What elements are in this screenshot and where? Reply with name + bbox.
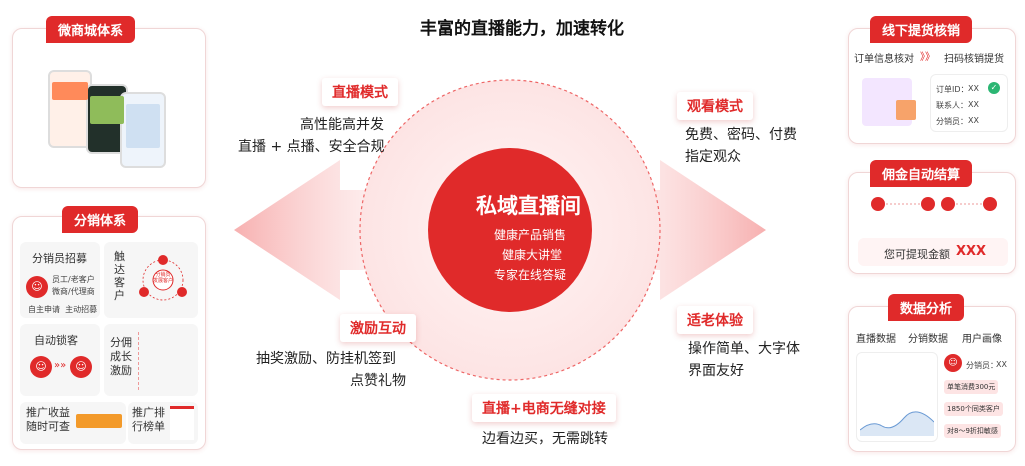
offline-tag: 线下提货核销 — [870, 16, 973, 43]
lock-title: 自动锁客 — [34, 334, 78, 347]
mall-tag: 微商城体系 — [46, 16, 136, 43]
reach-network — [139, 255, 187, 301]
profile-chip-2: 1850个同类客户 — [944, 402, 1003, 416]
growth-box — [104, 324, 198, 396]
phone-banner — [52, 82, 88, 100]
contact-value: XX — [968, 100, 979, 109]
profile-avatar-icon: ☺ — [944, 354, 962, 372]
profile-distributor-label: 分销员： — [966, 361, 998, 370]
elder-label: 适老体验 — [677, 306, 753, 334]
live-mode-label: 直播模式 — [322, 78, 398, 106]
contact-label: 联系人： — [936, 101, 968, 110]
incentive-label: 激励互动 — [340, 314, 416, 342]
flow-right: 扫码核销提货 — [944, 54, 1004, 65]
dashboard-chart — [860, 411, 934, 436]
profile-chip-1: 单笔消费300元 — [944, 380, 999, 394]
distribution-tag: 分销体系 — [62, 206, 139, 233]
phone-image — [90, 96, 124, 124]
center-line-1: 健康产品销售 — [494, 228, 567, 242]
center-line-3: 专家在线答疑 — [494, 268, 567, 282]
flow-left: 订单信息核对 — [854, 54, 914, 65]
recruit-title: 分销员招募 — [32, 252, 87, 265]
reach-box — [104, 242, 198, 318]
data-tag: 数据分析 — [888, 294, 965, 321]
live-mode-line-2: 直播 + 点播、安全合规 — [238, 139, 385, 155]
growth-text: 分佣成长激励 — [110, 336, 132, 377]
mall-card — [12, 28, 206, 188]
profile-chip-3: 对8～9折扣敏感 — [944, 424, 1001, 438]
withdraw-label: 您可提现金额 — [884, 248, 950, 261]
check-icon: ✓ — [988, 82, 1000, 94]
order-id-value: XX — [968, 84, 979, 93]
reach-node-label: 分销员 发展客户 — [152, 272, 173, 284]
delivery-box — [896, 100, 916, 120]
recruit-foot: 自主申请 主动招募 — [28, 305, 98, 314]
live-mode-line-1: 高性能高并发 — [300, 117, 384, 133]
center-diagram — [234, 79, 766, 381]
distributor-icon: ☺ — [30, 356, 52, 378]
phone-list — [126, 104, 160, 148]
data-tab-profile: 用户画像 — [962, 334, 1002, 345]
distributor-label: 分销员： — [936, 117, 968, 126]
ecommerce-line-1: 边看边买，无需跳转 — [482, 431, 608, 447]
profile-distributor-value: XX — [996, 360, 1007, 369]
commission-flow — [871, 197, 997, 211]
elder-line-1: 操作简单、大字体 — [688, 341, 800, 357]
earnings-bar — [76, 414, 122, 428]
distributor-value: XX — [968, 116, 979, 125]
page-title: 丰富的直播能力，加速转化 — [420, 19, 624, 39]
lock-arrow-icon: »» — [54, 360, 67, 371]
data-tab-live: 直播数据 — [856, 334, 896, 345]
earnings-text: 推广收益随时可查 — [26, 406, 70, 433]
watch-mode-line-2: 指定观众 — [685, 149, 741, 165]
growth-list — [138, 332, 192, 390]
flow-arrow-icon: 》》 — [920, 52, 935, 63]
incentive-line-2: 点赞礼物 — [350, 373, 406, 389]
watch-mode-line-1: 免费、密码、付费 — [685, 127, 797, 143]
center-title: 私域直播间 — [476, 194, 581, 218]
center-line-2: 健康大讲堂 — [502, 248, 563, 262]
reach-text: 触达客户 — [114, 250, 125, 302]
ranking-text: 推广排行榜单 — [132, 406, 165, 433]
order-id-label: 订单ID： — [936, 85, 969, 94]
elder-line-2: 界面友好 — [688, 363, 744, 379]
incentive-line-1: 抽奖激励、防挂机签到 — [256, 351, 396, 367]
ranking-list — [170, 406, 194, 440]
data-tab-distribution: 分销数据 — [908, 334, 948, 345]
withdraw-value: XXX — [956, 244, 987, 259]
user-icon: ☺ — [26, 276, 48, 298]
recruit-line-1: 员工/老客户 — [52, 275, 95, 284]
recruit-line-2: 微商/代理商 — [52, 287, 95, 296]
watch-mode-label: 观看模式 — [677, 92, 753, 120]
customer-icon: ☺ — [70, 356, 92, 378]
commission-tag: 佣金自动结算 — [870, 160, 973, 187]
ecommerce-label: 直播+电商无缝对接 — [472, 394, 616, 422]
withdraw-box — [858, 238, 1008, 266]
